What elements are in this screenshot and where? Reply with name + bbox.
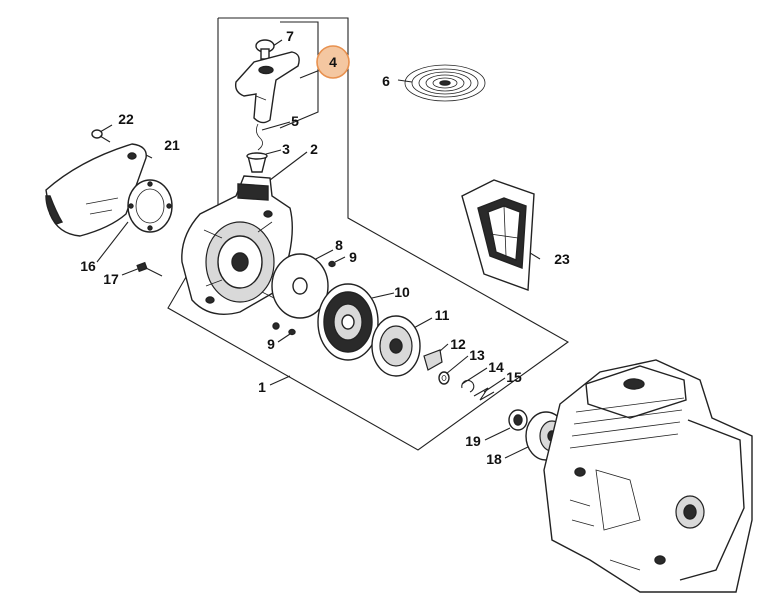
- callout-2[interactable]: 2: [310, 141, 318, 157]
- callout-18[interactable]: 18: [486, 451, 502, 467]
- engine-part: [543, 359, 753, 593]
- callout-3[interactable]: 3: [282, 141, 290, 157]
- callout-7[interactable]: 7: [286, 28, 294, 44]
- grip-insert-part: [255, 39, 275, 60]
- washer-plate-part: [271, 253, 329, 330]
- callout-4[interactable]: 4: [329, 54, 337, 70]
- screw-22-part: [91, 129, 111, 143]
- callout-13[interactable]: 13: [469, 347, 485, 363]
- pawl-carrier-part: [371, 315, 421, 377]
- rewind-spring-part: [404, 64, 486, 102]
- spring-clip-part: [473, 387, 495, 401]
- callout-8[interactable]: 8: [335, 237, 343, 253]
- rope-guide-part: [246, 152, 268, 173]
- callout-23[interactable]: 23: [554, 251, 570, 267]
- highlight-marker: [316, 45, 350, 79]
- callout-12[interactable]: 12: [450, 336, 466, 352]
- screw-9-part: [288, 260, 336, 336]
- starter-grip-part: [234, 51, 300, 124]
- gasket-ring-part: [127, 179, 173, 233]
- pawl-part: [423, 349, 443, 371]
- callout-21[interactable]: 21: [164, 137, 180, 153]
- callout-9-lower[interactable]: 9: [267, 336, 275, 352]
- circlip-part: [461, 379, 475, 393]
- nut-part: [508, 409, 528, 431]
- fan-housing-part: [181, 175, 293, 315]
- air-filter-part: [461, 179, 535, 291]
- washer-13-part: [438, 371, 450, 385]
- callout-9-upper[interactable]: 9: [349, 249, 357, 265]
- callout-22[interactable]: 22: [118, 111, 134, 127]
- callout-15[interactable]: 15: [506, 369, 522, 385]
- callout-16[interactable]: 16: [80, 258, 96, 274]
- callout-labels: 7 4 5 3 2 6 22 21 16 17 8 9 9 10 11 12 1…: [80, 28, 570, 467]
- rope-part: [256, 123, 263, 151]
- callout-1[interactable]: 1: [258, 379, 266, 395]
- callout-19[interactable]: 19: [465, 433, 481, 449]
- screw-17-part: [136, 261, 163, 277]
- callout-6[interactable]: 6: [382, 73, 390, 89]
- rope-rotor-part: [317, 283, 379, 361]
- callout-5[interactable]: 5: [291, 113, 299, 129]
- callout-11[interactable]: 11: [435, 307, 450, 323]
- cover-part: [45, 143, 147, 237]
- callout-17[interactable]: 17: [103, 271, 119, 287]
- callout-14[interactable]: 14: [488, 359, 504, 375]
- callout-10[interactable]: 10: [394, 284, 410, 300]
